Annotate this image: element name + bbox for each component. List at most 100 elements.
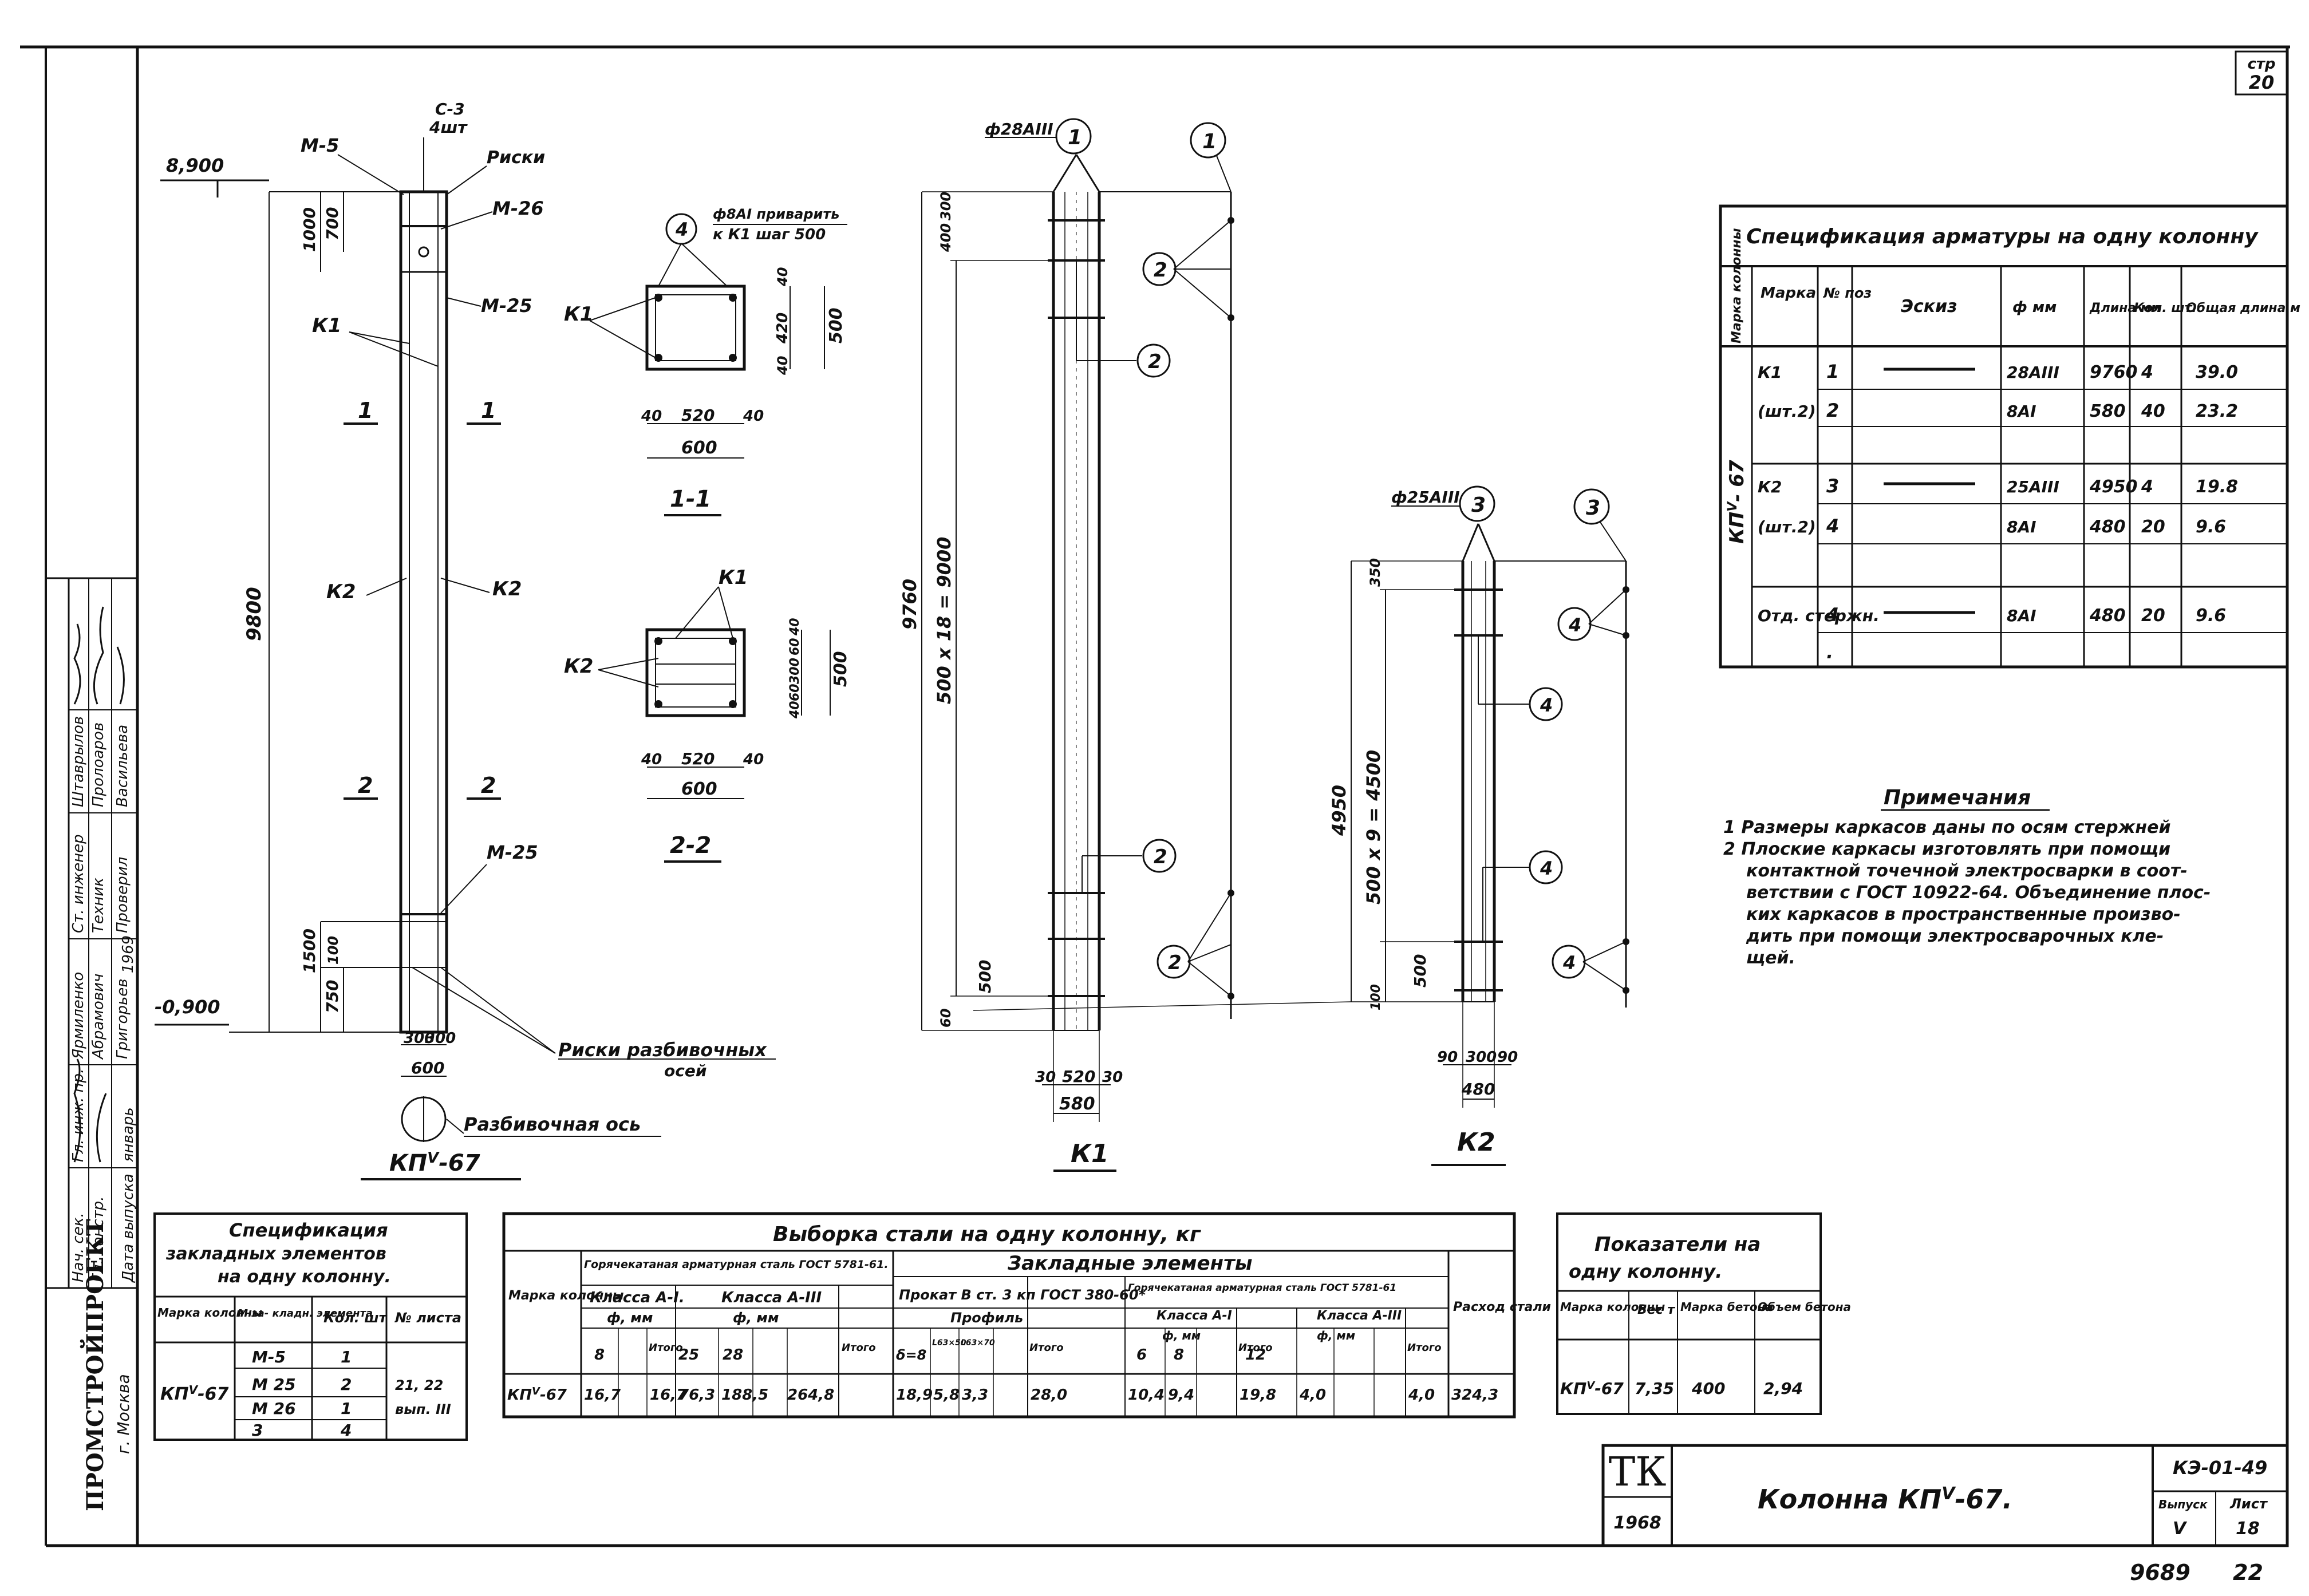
embed-h-qty: Кол. шт xyxy=(323,1310,388,1326)
embed-row-qty: 4 xyxy=(340,1421,352,1440)
s2-v40b: 40 xyxy=(788,701,802,719)
note-line: 1 Размеры каркасов даны по осям стержней xyxy=(1723,817,2171,837)
rebar-row-pos: . xyxy=(1826,641,1833,663)
k2-d350: 350 xyxy=(1367,558,1383,587)
steel-value: 5,8 xyxy=(933,1386,960,1404)
ind-row-grade: 400 xyxy=(1691,1379,1725,1398)
k1-b520: 520 xyxy=(1062,1067,1095,1086)
s2-v60: 60 xyxy=(788,638,802,655)
rebar-row-mark: Отд. стержн. xyxy=(1758,606,1880,625)
role-4: Дата выпуска xyxy=(120,1174,137,1283)
steel-value: 3,3 xyxy=(962,1386,988,1404)
risk-axes-label: Риски разбивочных xyxy=(558,1039,767,1061)
s1-d40b: 40 xyxy=(743,408,764,425)
embed-row-element: М 26 xyxy=(252,1399,296,1418)
frame-k1: 1 ф28AIII 1 2 2 2 2 9760 500 х 18 = 9000… xyxy=(899,118,1234,1172)
bottom-number-2: 22 xyxy=(2233,1560,2263,1585)
notes-title: Примечания xyxy=(1884,786,2031,809)
rebar-row-qty: 20 xyxy=(2141,517,2165,537)
dim-300b: 300 xyxy=(425,1030,456,1047)
signature-4 xyxy=(73,1058,81,1163)
drawing-title: Колонна КПV-67. xyxy=(1758,1484,2012,1515)
steel-h-profile: Профиль xyxy=(950,1310,1023,1326)
frame-k2-title: К2 xyxy=(1457,1128,1495,1157)
rebar-row-pos: 4 xyxy=(1826,604,1839,626)
k1-pos-2c: 2 xyxy=(1154,846,1167,868)
note-line: контактной точечной электросварки в соот… xyxy=(1746,861,2188,881)
k1-pos-2a: 2 xyxy=(1154,259,1167,282)
embed-row-qty: 2 xyxy=(341,1375,352,1394)
k2-height: 4950 xyxy=(1328,785,1350,836)
rebar-spec-table: Спецификация арматуры на одну колонну Ма… xyxy=(1719,204,2300,669)
note-line: дить при помощи электросварочных кле- xyxy=(1746,926,2164,946)
name-b1: Штаврылов xyxy=(70,716,87,807)
section-2-title: 2-2 xyxy=(670,832,711,859)
embed-row-sheet: вып. III xyxy=(395,1401,451,1417)
rebar-h-pos: № поз xyxy=(1823,285,1872,301)
frame-k2: 3 ф25AIII 3 4 4 4 4 4950 500 х 9 = 4500 … xyxy=(1328,485,1629,1166)
signature-1 xyxy=(73,623,81,705)
c3-label: С-3 xyxy=(435,100,465,118)
k2-label-right: К2 xyxy=(492,578,522,601)
s2-v60b: 60 xyxy=(788,684,802,701)
embed-spec-table: Спецификация закладных элементов на одну… xyxy=(153,1212,468,1441)
steel-value: 324,3 xyxy=(1451,1386,1498,1404)
s1-d500: 500 xyxy=(826,307,846,343)
rebar-row-d: 25AIII xyxy=(2007,477,2059,496)
steel-value: 4,0 xyxy=(1408,1386,1435,1404)
k1-bar: ф28AIII xyxy=(985,120,1053,139)
steel-value: 18,9 xyxy=(896,1386,933,1404)
role-b1: Ст. инженер xyxy=(70,834,87,933)
rebar-spec-title: Спецификация арматуры на одну колонну xyxy=(1746,225,2259,248)
steel-title: Выборка стали на одну колонну, кг xyxy=(773,1223,1201,1246)
s2-v40a: 40 xyxy=(788,618,802,636)
k2-b480: 480 xyxy=(1461,1080,1495,1099)
k2-b90b: 90 xyxy=(1497,1049,1518,1066)
frame-k1-title: К1 xyxy=(1071,1139,1109,1168)
note-line: ветствии с ГОСТ 10922-64. Объединение пл… xyxy=(1746,883,2211,903)
issue-label: Выпуск xyxy=(2158,1498,2208,1511)
embed-h-el: М за- кладн. элемента xyxy=(238,1307,373,1320)
embed-title-1: Спецификация xyxy=(229,1219,388,1241)
m25-label-bottom: М-25 xyxy=(487,842,538,863)
steel-value: 264,8 xyxy=(787,1386,834,1404)
steel-value: 28,0 xyxy=(1031,1386,1067,1404)
rebar-row-len: 4950 xyxy=(2089,477,2138,497)
bottom-level: -0,900 xyxy=(155,996,220,1018)
dim-750: 750 xyxy=(323,980,342,1013)
s1-pos-4: 4 xyxy=(675,219,688,240)
k2-label-left: К2 xyxy=(326,580,356,603)
s2-k1-label: К1 xyxy=(719,566,748,589)
signature-3 xyxy=(116,646,125,705)
risk-axes-label-2: осей xyxy=(664,1061,706,1080)
steel-h-cls3: Класса А-III xyxy=(721,1289,822,1306)
k1-pos-1a: 1 xyxy=(1068,126,1082,149)
rebar-h-column: Марка колонны xyxy=(1730,228,1744,343)
rebar-row-qty: 20 xyxy=(2141,606,2165,626)
s2-v300: 300 xyxy=(788,658,802,684)
k1-d400: 400 xyxy=(938,223,954,252)
ind-row-weight: 7,35 xyxy=(1635,1379,1674,1398)
steel-sub-8b: 8 xyxy=(1174,1346,1184,1364)
rebar-row-total: 39.0 xyxy=(2196,362,2238,382)
steel-sub-12: 12 xyxy=(1245,1346,1266,1364)
rebar-row-len: 480 xyxy=(2089,606,2126,626)
rebar-h-total: Общая длина м xyxy=(2186,301,2300,315)
org-name: ПРОМСТРОЙПРОЕКТ xyxy=(80,1219,109,1511)
rebar-row-lines xyxy=(1752,389,2287,633)
rebar-h-sketch: Эскиз xyxy=(1901,297,1957,317)
embed-row-element: М-5 xyxy=(252,1348,286,1366)
steel-value: 16,7 xyxy=(650,1386,687,1404)
role-1: Нач. сек. xyxy=(70,1212,87,1282)
s2-d500: 500 xyxy=(831,651,851,687)
note-line: ких каркасов в пространственные произво- xyxy=(1746,904,2181,925)
s1-note-1: ф8AI приварить xyxy=(713,206,839,222)
s1-d520: 520 xyxy=(681,406,715,425)
rebar-row-d: 8AI xyxy=(2007,402,2036,421)
m26-label: М-26 xyxy=(492,197,544,219)
steel-h-cls1b: Класса А-I xyxy=(1157,1309,1232,1323)
steel-h-mark: Марка колонны xyxy=(508,1289,624,1303)
ind-h-volume: Объем бетона xyxy=(1758,1300,1851,1314)
steel-sub-25: 25 xyxy=(678,1346,699,1364)
embed-h-column: Марка колонны xyxy=(157,1306,262,1320)
